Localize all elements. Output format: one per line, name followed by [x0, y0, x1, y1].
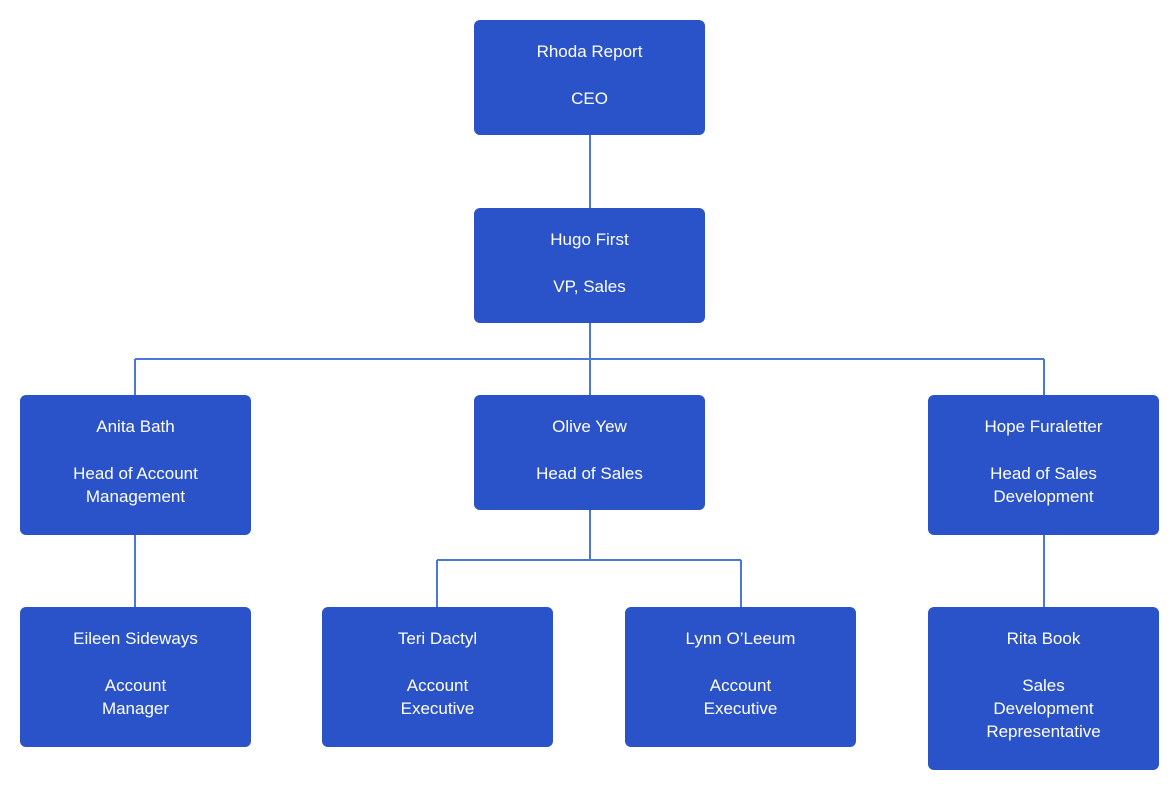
node-role: VP, Sales [553, 277, 626, 296]
node-head-sales-development: Hope Furaletter Head of Sales Developmen… [928, 395, 1159, 535]
node-role: Sales Development Representative [986, 676, 1101, 741]
node-name: Hugo First [550, 230, 629, 249]
node-account-executive-2: Lynn O’Leeum Account Executive [625, 607, 856, 747]
node-account-executive-1: Teri Dactyl Account Executive [322, 607, 553, 747]
node-head-sales: Olive Yew Head of Sales [474, 395, 705, 510]
node-role: Account Executive [703, 676, 778, 718]
node-role: Account Executive [400, 676, 475, 718]
node-name: Rita Book [1006, 629, 1081, 648]
node-ceo: Rhoda Report CEO [474, 20, 705, 135]
node-role: Head of Sales Development [990, 464, 1097, 506]
node-role: CEO [571, 89, 608, 108]
node-role: Head of Sales [536, 464, 643, 483]
node-head-account-management: Anita Bath Head of Account Management [20, 395, 251, 535]
node-name: Lynn O’Leeum [685, 629, 796, 648]
node-name: Hope Furaletter [984, 417, 1103, 436]
node-name: Olive Yew [552, 417, 627, 436]
node-vp-sales: Hugo First VP, Sales [474, 208, 705, 323]
node-name: Eileen Sideways [73, 629, 198, 648]
node-account-manager: Eileen Sideways Account Manager [20, 607, 251, 747]
node-sales-development-representative: Rita Book Sales Development Representati… [928, 607, 1159, 770]
node-name: Teri Dactyl [397, 629, 478, 648]
node-role: Head of Account Management [73, 464, 198, 506]
node-role: Account Manager [101, 676, 170, 718]
node-name: Rhoda Report [536, 42, 643, 61]
node-name: Anita Bath [96, 417, 175, 436]
